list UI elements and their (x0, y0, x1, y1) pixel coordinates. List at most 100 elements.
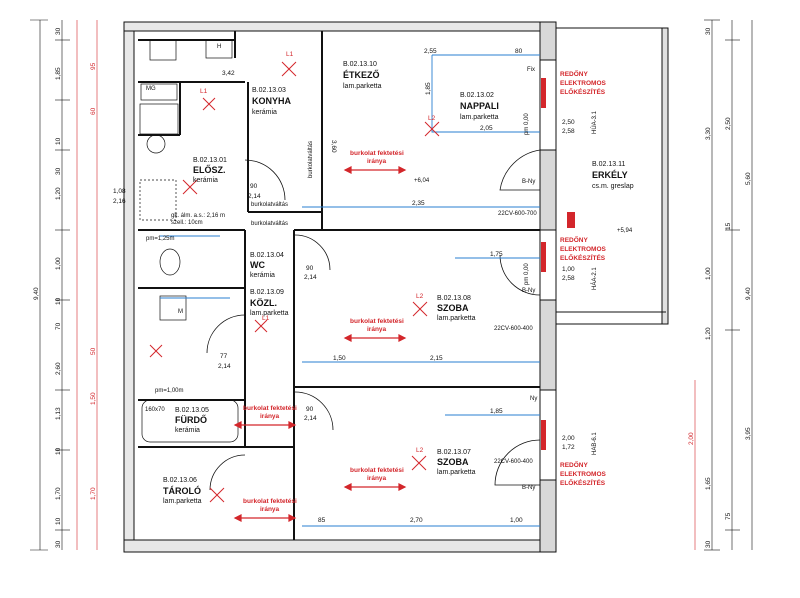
svg-text:B.02.13.02: B.02.13.02 (460, 92, 494, 99)
svg-text:9,40: 9,40 (745, 287, 752, 300)
svg-text:burkolatváltás: burkolatváltás (251, 202, 288, 208)
svg-text:SZOBA: SZOBA (437, 303, 469, 313)
svg-text:burkolatváltás: burkolatváltás (251, 221, 288, 227)
svg-text:lam.parketta: lam.parketta (460, 114, 499, 121)
svg-text:Fix: Fix (527, 67, 535, 73)
svg-text:B.02.13.09: B.02.13.09 (250, 289, 284, 296)
svg-text:2,55: 2,55 (424, 48, 437, 55)
svg-text:ELEKTROMOS: ELEKTROMOS (560, 246, 607, 253)
svg-text:2,14: 2,14 (304, 415, 317, 422)
svg-text:3,30: 3,30 (705, 127, 712, 140)
svg-text:HÁA-2.1: HÁA-2.1 (591, 267, 598, 290)
svg-text:77: 77 (220, 353, 228, 360)
svg-text:3,42: 3,42 (222, 70, 235, 77)
svg-text:1,70: 1,70 (90, 487, 97, 500)
svg-text:50: 50 (90, 347, 97, 355)
room-erkely: B.02.13.11 ERKÉLY cs.m. greslap (592, 161, 634, 190)
svg-text:B-Ny: B-Ny (522, 179, 535, 185)
svg-text:1,85: 1,85 (490, 408, 503, 415)
svg-text:pm 0,00: pm 0,00 (524, 263, 530, 285)
blind-markers (541, 78, 575, 450)
svg-text:10: 10 (55, 517, 62, 525)
svg-text:lam.parketta: lam.parketta (343, 83, 382, 90)
svg-text:2,50: 2,50 (562, 119, 575, 126)
svg-text:3,95: 3,95 (745, 427, 752, 440)
svg-text:80: 80 (515, 48, 523, 55)
balcony (555, 27, 669, 325)
svg-text:kerámia: kerámia (193, 177, 218, 184)
svg-text:iránya: iránya (367, 326, 387, 333)
svg-text:lam.parketta: lam.parketta (163, 498, 202, 505)
svg-text:ELŐKÉSZÍTÉS: ELŐKÉSZÍTÉS (560, 478, 606, 487)
room-etkezo: B.02.13.10 ÉTKEZŐ lam.parketta (343, 61, 382, 90)
svg-text:L2: L2 (428, 115, 436, 122)
svg-text:60: 60 (90, 107, 97, 115)
svg-text:30: 30 (705, 540, 712, 548)
svg-text:1,70: 1,70 (55, 487, 62, 500)
fridge (205, 39, 233, 59)
svg-text:lam.parketta: lam.parketta (250, 310, 289, 317)
svg-text:ELEKTROMOS: ELEKTROMOS (560, 80, 607, 87)
svg-text:Ny: Ny (530, 396, 537, 402)
svg-text:1,65: 1,65 (705, 477, 712, 490)
burkolat-notes: burkolat fektetési iránya burkolat fekte… (243, 150, 404, 513)
svg-text:kerámia: kerámia (175, 427, 200, 434)
room-szoba-2: B.02.13.07 SZOBA lam.parketta (437, 449, 476, 476)
svg-text:burkolat fektetési: burkolat fektetési (350, 150, 404, 157)
svg-text:HAB-6.1: HAB-6.1 (592, 432, 598, 455)
svg-text:10: 10 (55, 447, 62, 455)
svg-text:burkolat fektetési: burkolat fektetési (243, 405, 297, 412)
svg-text:L2: L2 (416, 447, 424, 454)
svg-text:22CV-600-400: 22CV-600-400 (494, 459, 533, 465)
svg-text:iránya: iránya (367, 475, 387, 482)
svg-text:1,00: 1,00 (55, 257, 62, 270)
svg-text:KONYHA: KONYHA (252, 96, 292, 106)
bathtub (141, 399, 239, 443)
svg-text:75: 75 (725, 512, 732, 520)
svg-text:2,15: 2,15 (430, 355, 443, 362)
svg-text:2,16: 2,16 (113, 198, 126, 205)
svg-text:REDŐNY: REDŐNY (560, 460, 588, 469)
room-szoba-1: B.02.13.08 SZOBA lam.parketta (437, 295, 476, 322)
svg-text:cs.m. greslap: cs.m. greslap (592, 183, 634, 190)
svg-text:SZOBA: SZOBA (437, 457, 469, 467)
svg-text:90: 90 (250, 183, 258, 190)
svg-text:30: 30 (705, 27, 712, 35)
room-elosz: B.02.13.01 ELŐSZ. kerámia (193, 157, 227, 184)
svg-text:1,00: 1,00 (705, 267, 712, 280)
svg-text:2,35: 2,35 (412, 200, 425, 207)
svg-text:iránya: iránya (367, 158, 387, 165)
svg-text:2,00: 2,00 (688, 432, 695, 445)
svg-text:1,75: 1,75 (490, 251, 503, 258)
svg-text:B.02.13.01: B.02.13.01 (193, 157, 227, 164)
fixtures (139, 39, 239, 443)
svg-text:HÚA-3.1: HÚA-3.1 (591, 110, 598, 134)
shower-m (159, 295, 187, 321)
misc-labels: Fix B-Ny B-Ny B-Ny Ny MG M H gk. álm. a.… (146, 44, 633, 491)
svg-text:90: 90 (306, 265, 314, 272)
svg-text:2,05: 2,05 (480, 125, 493, 132)
svg-text:pm=1,25m: pm=1,25m (146, 236, 175, 242)
svg-text:1,85: 1,85 (55, 67, 62, 80)
svg-text:ÉTKEZŐ: ÉTKEZŐ (343, 69, 380, 80)
svg-text:FÜRDŐ: FÜRDŐ (175, 414, 207, 425)
svg-text:2,58: 2,58 (562, 275, 575, 282)
svg-text:95: 95 (90, 62, 97, 70)
room-kozl: B.02.13.09 KÖZL. lam.parketta (250, 289, 289, 317)
svg-text:2,60: 2,60 (55, 362, 62, 375)
svg-text:2,70: 2,70 (410, 517, 423, 524)
svg-text:MG: MG (146, 86, 156, 92)
svg-text:10: 10 (55, 137, 62, 145)
svg-text:L1: L1 (262, 315, 270, 322)
room-furdo: B.02.13.05 FÜRDŐ kerámia 160x70 (145, 407, 209, 434)
room-nappali: B.02.13.02 NAPPALI lam.parketta (460, 92, 499, 121)
svg-text:2,14: 2,14 (304, 274, 317, 281)
svg-text:H: H (217, 44, 221, 50)
svg-text:burkolatváltás: burkolatváltás (308, 141, 314, 178)
svg-text:ELEKTROMOS: ELEKTROMOS (560, 471, 607, 478)
svg-text:1,85: 1,85 (425, 82, 432, 95)
svg-text:1,50: 1,50 (333, 355, 346, 362)
svg-text:B.02.13.11: B.02.13.11 (592, 161, 625, 168)
washing-machine (140, 83, 178, 101)
wc-bowl (159, 248, 181, 276)
